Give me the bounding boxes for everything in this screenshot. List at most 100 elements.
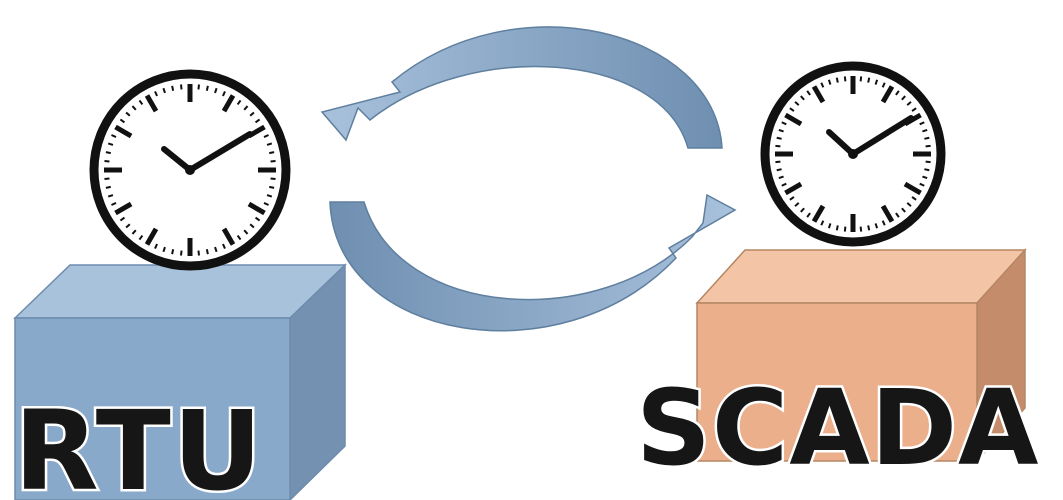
clock-minute-tick <box>205 249 209 255</box>
clock-minute-tick <box>925 160 931 164</box>
clock-hour-tick <box>221 94 236 113</box>
clock-minute-tick <box>269 151 275 155</box>
clock-minute-tick <box>171 85 175 91</box>
clock-minute-tick <box>254 216 261 222</box>
clock-minute-tick <box>214 87 218 94</box>
scada-clock-hour-hand <box>826 129 856 157</box>
clock-minute-tick <box>131 105 137 111</box>
clock-minute-tick <box>214 246 218 253</box>
rtu-label: RTU <box>11 387 265 500</box>
clock-minute-tick <box>266 194 273 198</box>
arrow-rtu-to-scada <box>329 193 737 332</box>
clock-minute-tick <box>911 107 917 112</box>
clock-minute-tick <box>162 246 166 253</box>
clock-minute-tick <box>263 202 269 206</box>
clock-minute-tick <box>775 144 781 148</box>
clock-hour-tick <box>811 85 826 104</box>
clock-minute-tick <box>778 175 784 180</box>
rtu-clock-hour-hand <box>161 146 193 173</box>
clock-hour-tick <box>880 204 895 223</box>
clock-minute-tick <box>906 202 912 207</box>
clock-minute-tick <box>901 95 906 101</box>
clock-minute-tick <box>154 91 158 97</box>
clock-minute-tick <box>776 168 782 172</box>
clock-hour-tick <box>784 181 803 196</box>
clock-minute-tick <box>254 118 261 124</box>
clock-minute-tick <box>922 128 928 133</box>
clock-minute-tick <box>925 144 931 148</box>
clock-minute-tick <box>154 243 158 249</box>
clock-hour-tick <box>114 124 133 139</box>
clock-minute-tick <box>269 185 275 189</box>
clock-minute-tick <box>874 223 879 229</box>
clock-hour-tick <box>114 201 133 216</box>
arrow-scada-to-rtu <box>320 26 723 149</box>
clock-minute-tick <box>924 136 930 140</box>
clock-minute-tick <box>835 77 839 83</box>
clock-minute-tick <box>775 160 781 164</box>
clock-minute-tick <box>794 202 800 207</box>
scada-clock-icon <box>760 61 946 247</box>
clock-minute-tick <box>266 142 273 146</box>
clock-hour-tick <box>880 85 895 104</box>
clock-minute-tick <box>859 226 863 232</box>
clock-minute-tick <box>180 250 183 256</box>
rtu-box-front <box>14 317 291 500</box>
clock-hour-tick <box>784 112 803 127</box>
clock-minute-tick <box>119 216 126 222</box>
scada-box <box>695 248 1027 463</box>
clock-minute-tick <box>781 182 787 187</box>
clock-minute-tick <box>843 76 847 82</box>
clock-minute-tick <box>125 111 131 117</box>
scada-box-front <box>696 302 978 462</box>
clock-minute-tick <box>197 84 200 90</box>
clock-minute-tick <box>119 118 126 124</box>
clock-minute-tick <box>806 212 811 218</box>
clock-minute-tick <box>105 185 111 189</box>
clock-minute-tick <box>249 111 255 117</box>
clock-minute-tick <box>843 226 847 232</box>
clock-minute-tick <box>881 220 886 226</box>
clock-minute-tick <box>874 79 879 85</box>
clock-minute-tick <box>800 207 805 213</box>
clock-minute-tick <box>919 121 925 126</box>
clock-minute-tick <box>827 79 832 85</box>
clock-minute-tick <box>859 76 863 82</box>
clock-minute-tick <box>236 234 242 241</box>
clock-minute-tick <box>800 95 805 101</box>
clock-hour-tick <box>221 227 236 246</box>
rtu-clock-icon <box>89 69 291 271</box>
clock-minute-tick <box>104 177 110 180</box>
clock-minute-tick <box>895 90 900 96</box>
clock-hour-tick <box>811 204 826 223</box>
clock-minute-tick <box>781 121 787 126</box>
clock-minute-tick <box>924 168 930 172</box>
clock-minute-tick <box>125 223 131 229</box>
clock-minute-tick <box>222 91 226 97</box>
scada-clock-ticks <box>775 76 931 232</box>
clock-minute-tick <box>243 105 249 111</box>
clock-minute-tick <box>197 250 200 256</box>
clock-minute-tick <box>105 151 111 155</box>
clock-hour-tick <box>247 201 266 216</box>
clock-minute-tick <box>107 194 114 198</box>
clock-minute-tick <box>131 229 137 235</box>
clock-minute-tick <box>243 229 249 235</box>
clock-minute-tick <box>820 220 825 226</box>
clock-minute-tick <box>236 99 242 106</box>
clock-minute-tick <box>222 243 226 249</box>
clock-minute-tick <box>867 225 871 231</box>
clock-minute-tick <box>171 249 175 255</box>
clock-minute-tick <box>104 160 110 163</box>
clock-minute-tick <box>919 182 925 187</box>
clock-minute-tick <box>180 84 183 90</box>
clock-minute-tick <box>776 136 782 140</box>
rtu-box-top <box>13 264 347 319</box>
clock-minute-tick <box>205 85 209 91</box>
clock-minute-tick <box>138 234 144 241</box>
rtu-clock-minute-hand <box>187 131 253 173</box>
clock-minute-tick <box>895 212 900 218</box>
rtu-clock-ticks <box>104 84 276 256</box>
clock-minute-tick <box>249 223 255 229</box>
